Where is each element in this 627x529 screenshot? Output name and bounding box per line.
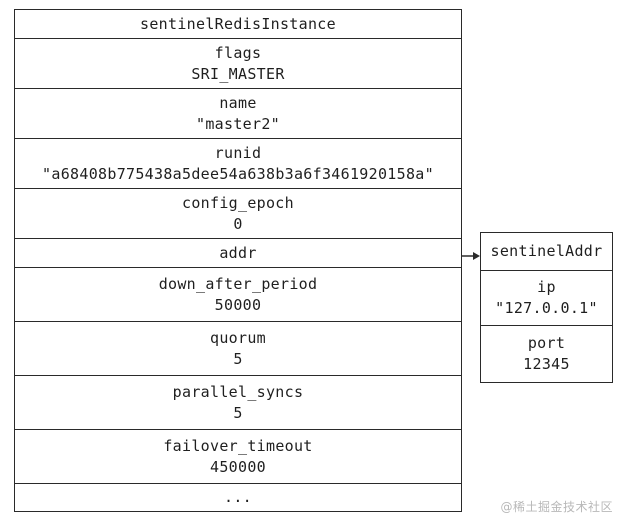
struct-title: sentinelRedisInstance xyxy=(140,14,336,33)
field-addr: addr xyxy=(15,239,461,268)
watermark: @稀土掘金技术社区 xyxy=(500,500,613,514)
ellipsis-row: ... xyxy=(15,484,461,511)
field-name: flags xyxy=(214,43,262,62)
field-value: "127.0.0.1" xyxy=(495,299,598,317)
field-failover-timeout: failover_timeout 450000 xyxy=(15,430,461,484)
field-parallel-syncs: parallel_syncs 5 xyxy=(15,376,461,430)
field-name: parallel_syncs xyxy=(172,382,304,401)
field-value: "a68408b775438a5dee54a638b3a6f3461920158… xyxy=(42,164,434,183)
addr-field-ip: ip "127.0.0.1" xyxy=(481,271,612,326)
field-quorum: quorum 5 xyxy=(15,322,461,376)
addr-struct-title: sentinelAddr xyxy=(490,242,603,260)
addr-struct-title-row: sentinelAddr xyxy=(481,233,612,271)
field-flags: flags SRI_MASTER xyxy=(15,39,461,89)
field-value: 5 xyxy=(233,349,243,368)
field-name: quorum xyxy=(210,328,266,347)
sentinel-addr-struct: sentinelAddr ip "127.0.0.1" port 12345 xyxy=(480,232,613,383)
field-name: name xyxy=(219,93,257,112)
field-down-after-period: down_after_period 50000 xyxy=(15,268,461,322)
field-name: addr xyxy=(219,243,257,262)
field-value: 12345 xyxy=(523,355,570,373)
field-name: ip xyxy=(537,278,556,296)
field-runid: runid "a68408b775438a5dee54a638b3a6f3461… xyxy=(15,139,461,189)
field-value: 50000 xyxy=(214,295,262,314)
addr-field-port: port 12345 xyxy=(481,326,612,382)
struct-title-row: sentinelRedisInstance xyxy=(15,10,461,39)
field-name: runid xyxy=(214,143,262,162)
field-config-epoch: config_epoch 0 xyxy=(15,189,461,239)
addr-pointer-arrow xyxy=(462,252,480,260)
field-name-row: name "master2" xyxy=(15,89,461,139)
field-value: 450000 xyxy=(210,457,266,476)
field-name: failover_timeout xyxy=(163,436,313,455)
field-value: 5 xyxy=(233,403,243,422)
sentinel-redis-instance-struct: sentinelRedisInstance flags SRI_MASTER n… xyxy=(14,9,462,512)
field-name: down_after_period xyxy=(158,274,318,293)
field-value: SRI_MASTER xyxy=(191,64,285,83)
ellipsis: ... xyxy=(224,488,252,506)
field-name: port xyxy=(527,334,566,352)
arrow-head xyxy=(473,252,480,260)
field-value: "master2" xyxy=(196,114,280,133)
field-name: config_epoch xyxy=(182,193,294,212)
field-value: 0 xyxy=(233,214,243,233)
